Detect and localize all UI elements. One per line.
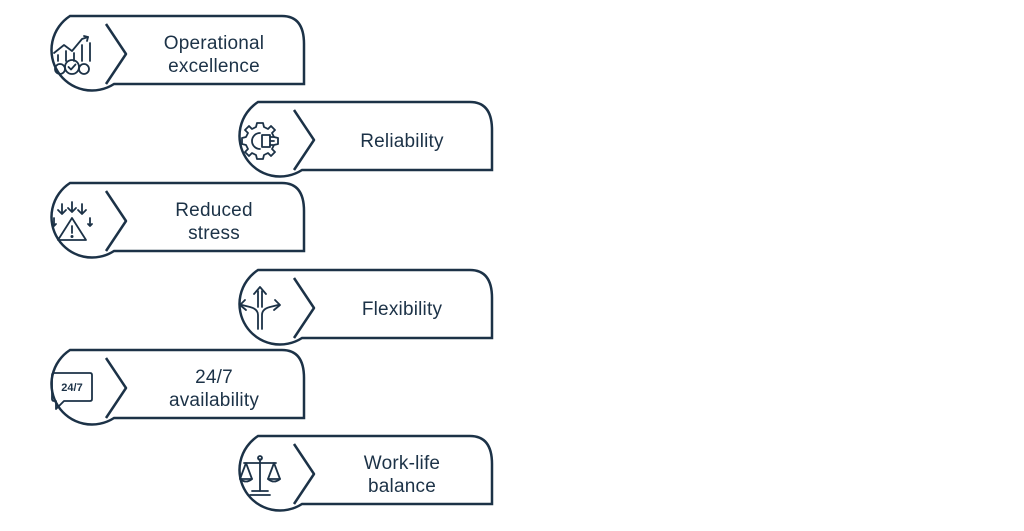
benefit-label: Reduced stress <box>129 183 299 261</box>
operational-excellence-icon <box>53 35 91 75</box>
benefit-label-line-1: Operational <box>163 33 265 54</box>
benefit-label-line-1: Reliability <box>360 130 444 152</box>
benefit-item-operational-excellence: Operational excellence <box>34 14 309 94</box>
benefit-frame <box>238 268 494 346</box>
benefit-label: 24/7 availability <box>129 350 299 428</box>
benefit-label: Work-life balance <box>317 436 487 514</box>
benefit-item-flexibility: Flexibility <box>222 268 497 348</box>
benefit-label-line-1: 24/7 <box>195 367 233 388</box>
benefit-label-line-2: stress <box>188 223 240 244</box>
diverging-arrows-icon <box>239 286 281 330</box>
benefit-frame <box>50 14 306 92</box>
benefit-frame <box>238 100 494 178</box>
benefit-label-line-1: Work-life <box>363 453 441 474</box>
benefit-label-line-2: availability <box>168 390 260 411</box>
benefit-item-reliability: Reliability <box>222 100 497 180</box>
balance-scale-icon <box>239 455 281 496</box>
benefit-label: Operational excellence <box>129 16 299 94</box>
chat-24-7-icon: 24/7 <box>51 372 93 410</box>
benefit-item-reduced-stress: Reduced stress <box>34 181 309 261</box>
benefit-label: Reliability <box>317 102 487 180</box>
benefit-frame <box>50 181 306 259</box>
benefit-item-work-life-balance: Work-life balance <box>222 434 497 514</box>
benefit-label: Flexibility <box>317 270 487 348</box>
benefit-label-line-2: excellence <box>168 56 260 77</box>
benefit-frame <box>238 434 494 512</box>
benefit-label-line-2: balance <box>368 476 436 497</box>
benefit-label-line-1: Flexibility <box>361 298 443 320</box>
benefit-item-availability: 24/7 24/7 availability <box>34 348 309 428</box>
benefit-label-line-1: Reduced <box>175 200 253 221</box>
availability-icon-text: 24/7 <box>61 382 82 394</box>
reduced-stress-icon <box>51 201 93 241</box>
gear-handshake-icon <box>241 122 279 160</box>
